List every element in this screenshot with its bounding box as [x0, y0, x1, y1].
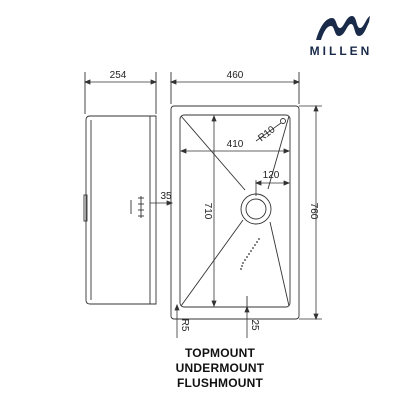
dim-edge-radius: [174, 303, 180, 338]
label-drain-offset: 120: [263, 170, 280, 181]
wave-logo-icon: [316, 16, 370, 40]
mounting-option-undermount: UNDERMOUNT: [175, 361, 265, 375]
label-corner-radius: R10: [256, 124, 278, 144]
brand-name: MILLEN: [309, 44, 373, 58]
label-rim-offset: 35: [160, 191, 172, 202]
dim-inner-length: [211, 114, 217, 308]
dim-rim-offset: [150, 200, 174, 206]
label-overall-width: 460: [227, 70, 244, 81]
dim-drain-offset: [254, 180, 291, 196]
side-view: [83, 72, 157, 305]
label-side-depth: 254: [110, 70, 127, 81]
dim-corner-radius: [255, 122, 282, 142]
label-inner-length: 710: [202, 203, 213, 220]
dim-overall-width: [169, 79, 301, 85]
mounting-options: TOPMOUNT UNDERMOUNT FLUSHMOUNT: [120, 346, 320, 391]
overflow-slots: [240, 238, 260, 270]
top-view: [170, 72, 300, 320]
dim-side-depth: [83, 79, 158, 85]
dim-flange: [244, 305, 250, 338]
label-flange: 25: [249, 319, 260, 331]
label-overall-length: 760: [308, 203, 319, 220]
label-inner-width: 410: [227, 139, 244, 150]
label-edge-radius: R5: [179, 319, 190, 332]
mounting-option-topmount: TOPMOUNT: [184, 346, 256, 360]
dim-overall-length: [299, 104, 322, 321]
dim-inner-width: [179, 148, 291, 154]
brand-logo: MILLEN: [296, 10, 386, 66]
mounting-option-flushmount: FLUSHMOUNT: [177, 376, 263, 390]
